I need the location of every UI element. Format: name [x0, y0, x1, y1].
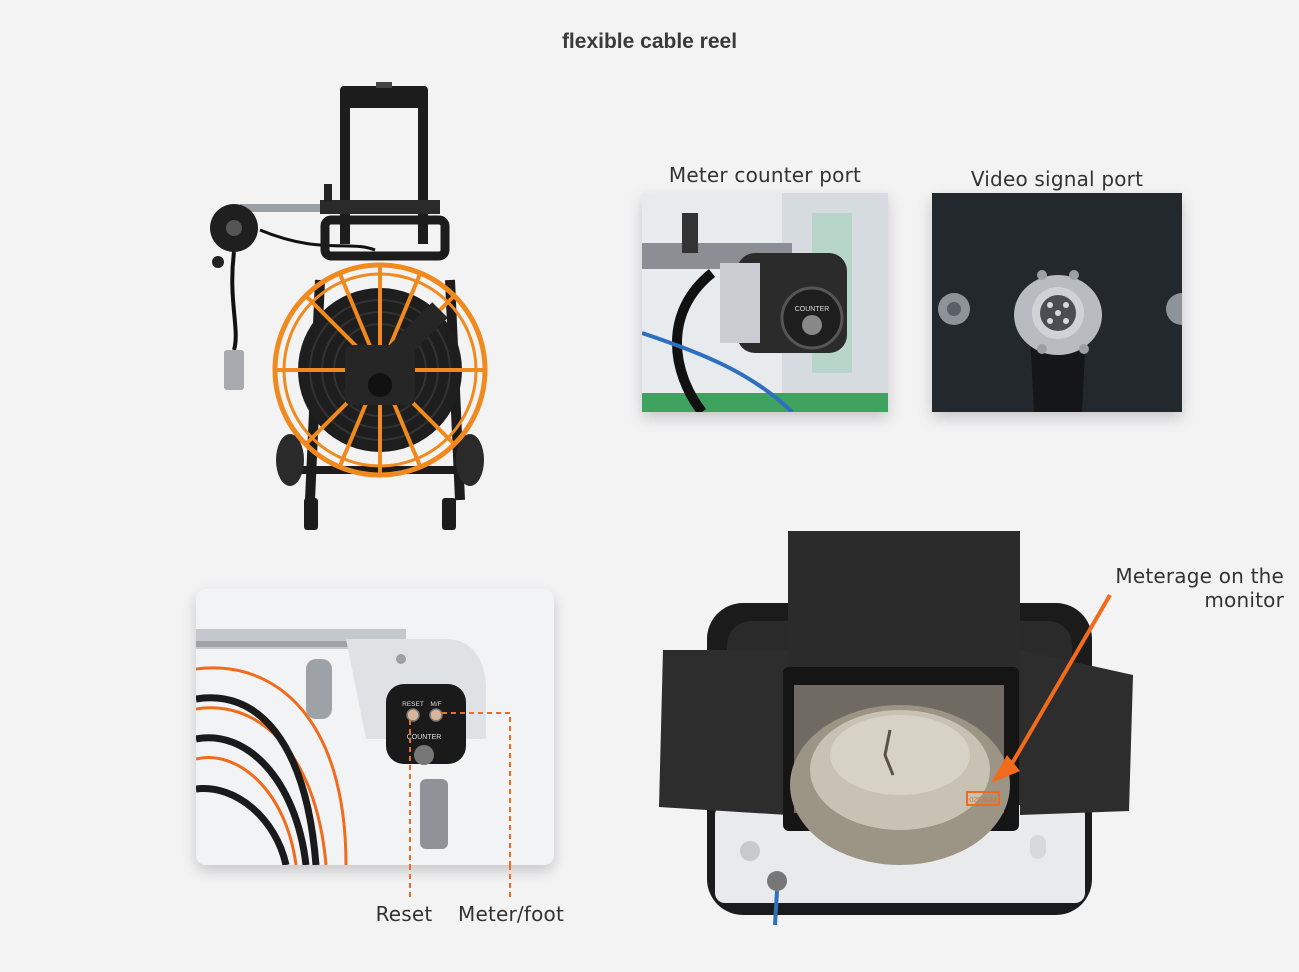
reset-caption: Reset — [375, 902, 433, 926]
page-title: flexible cable reel — [561, 30, 738, 53]
meter-counter-port-photo: COUNTER — [642, 193, 888, 412]
monitor-image: 025.50M — [655, 525, 1140, 925]
meterage-on-monitor-caption: Meterage on the monitor — [1115, 564, 1284, 612]
reset-button-label: RESET — [402, 701, 424, 708]
counter-closeup-photo: RESET M/F COUNTER — [196, 589, 554, 865]
video-signal-port-photo — [932, 193, 1182, 412]
meterage-readout-box — [966, 791, 1000, 806]
meterage-readout: 025.50M — [969, 797, 996, 804]
counter-label-small: COUNTER — [795, 306, 830, 313]
mf-button-label: M/F — [430, 701, 441, 708]
meter-foot-caption: Meter/foot — [457, 902, 565, 926]
mf-button — [429, 708, 443, 722]
cable-reel-image — [200, 80, 500, 540]
counter-label: COUNTER — [407, 734, 442, 741]
meter-counter-port-caption: Meter counter port — [668, 163, 862, 187]
reset-button — [406, 708, 420, 722]
video-signal-port-caption: Video signal port — [970, 167, 1144, 191]
